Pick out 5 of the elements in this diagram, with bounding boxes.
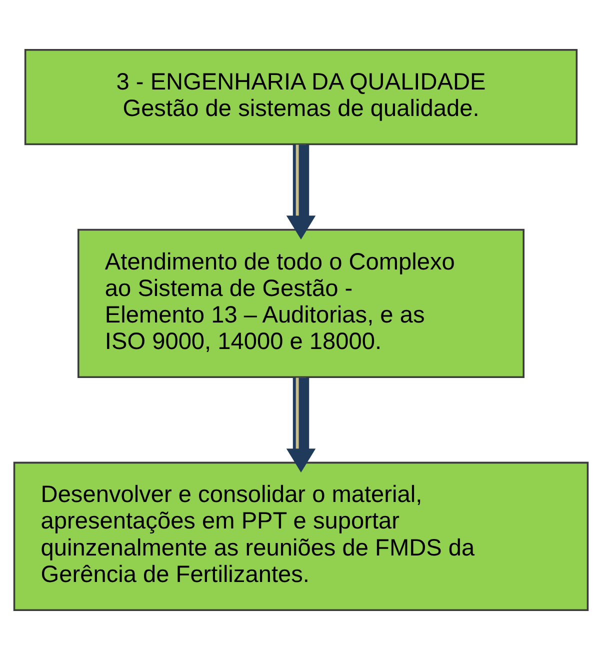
arrow bbox=[286, 144, 316, 240]
node-box: Desenvolver e consolidar o material, apresentações em PPT e suportar quinzenalmente as reuniões de FMDS da Gerência de Fertilizantes. bbox=[13, 462, 589, 611]
arrow bbox=[286, 378, 316, 472]
node-box: 3 - ENGENHARIA DA QUALIDADE Gestão de sistemas de qualidade. bbox=[24, 49, 578, 146]
node-box: Atendimento de todo o Complexo ao Sistema de Gestão - Elemento 13 – Auditorias, e as ISO 9000, 14000 e 18000. bbox=[78, 228, 524, 378]
